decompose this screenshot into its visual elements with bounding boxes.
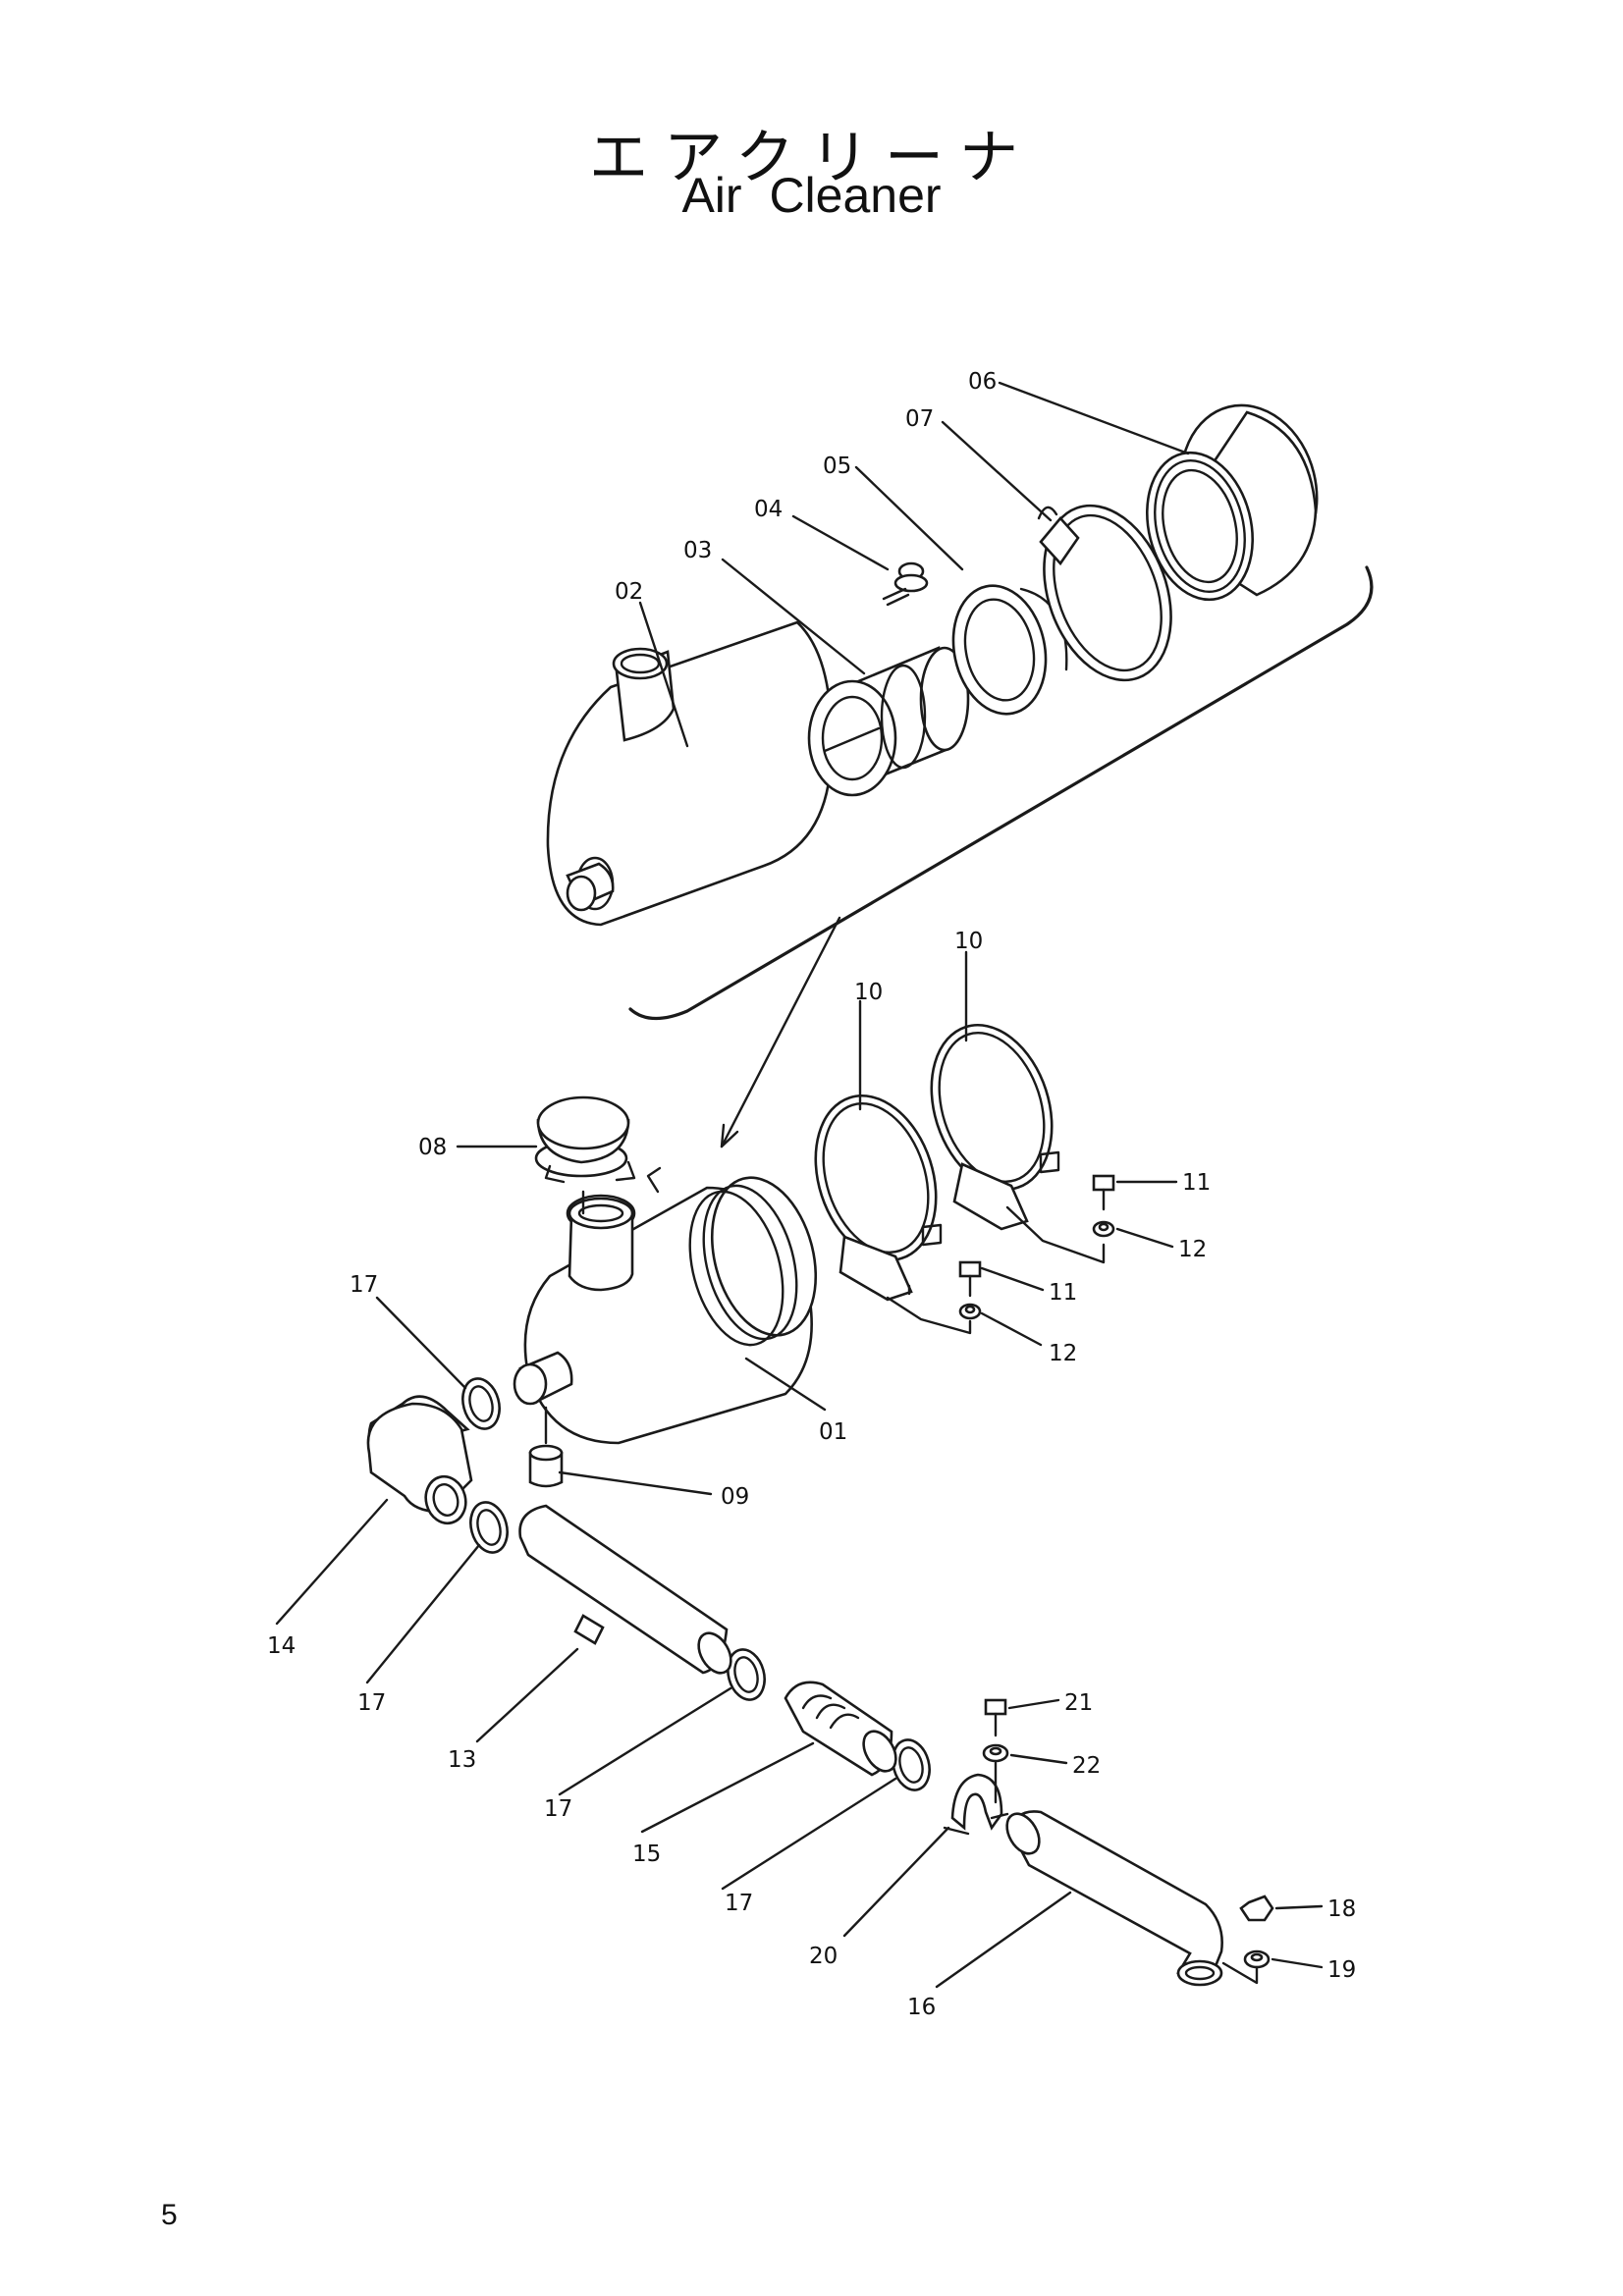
part-17-hose-clamp-d bbox=[892, 1738, 931, 1791]
label-10-rear: 10 bbox=[954, 929, 983, 954]
part-10-mounting-band-front bbox=[814, 1094, 943, 1302]
part-13-intake-pipe bbox=[518, 1504, 732, 1675]
part-09-drain-valve bbox=[528, 1406, 564, 1488]
label-09: 09 bbox=[721, 1484, 749, 1510]
part-02-outer-cover bbox=[546, 620, 834, 927]
page-number: 5 bbox=[161, 2199, 178, 2231]
detail-bracket bbox=[628, 565, 1374, 1148]
part-17-hose-clamp-a bbox=[461, 1377, 501, 1430]
part-20-support-bracket bbox=[943, 1773, 1009, 1836]
label-01: 01 bbox=[819, 1419, 847, 1445]
part-04-bolt bbox=[882, 561, 929, 607]
label-05: 05 bbox=[823, 454, 851, 479]
part-07-clamp-band bbox=[1037, 504, 1172, 682]
label-13: 13 bbox=[448, 1747, 476, 1773]
part-11-bolt-a bbox=[1092, 1174, 1115, 1211]
label-11-b: 11 bbox=[1049, 1280, 1077, 1306]
label-06: 06 bbox=[968, 369, 997, 395]
part-01-air-cleaner-body bbox=[513, 1166, 818, 1445]
part-12-washer-a bbox=[1005, 1205, 1115, 1264]
label-15: 15 bbox=[632, 1842, 661, 1867]
label-11-a: 11 bbox=[1182, 1170, 1211, 1196]
label-17-b: 17 bbox=[357, 1690, 386, 1716]
part-19-washer bbox=[1221, 1949, 1271, 1985]
part-05-ring bbox=[951, 584, 1068, 716]
part-06-dust-cap bbox=[1145, 403, 1319, 602]
label-12-b: 12 bbox=[1049, 1341, 1077, 1366]
label-08: 08 bbox=[418, 1135, 447, 1160]
label-02: 02 bbox=[615, 579, 643, 605]
title-english: Air Cleaner bbox=[681, 168, 942, 223]
label-04: 04 bbox=[754, 497, 783, 522]
title-japanese: エアクリーナ bbox=[589, 124, 1034, 192]
leader-lines bbox=[275, 381, 1324, 1989]
label-20: 20 bbox=[809, 1944, 838, 1969]
part-14-elbow-hose bbox=[366, 1395, 473, 1525]
label-07: 07 bbox=[905, 406, 934, 432]
label-18: 18 bbox=[1327, 1896, 1356, 1922]
label-22: 22 bbox=[1072, 1753, 1101, 1779]
part-16-outlet-pipe bbox=[1005, 1810, 1223, 1987]
part-21-bolt bbox=[984, 1698, 1007, 1737]
label-14: 14 bbox=[267, 1633, 296, 1659]
label-16: 16 bbox=[907, 1995, 936, 2020]
part-18-nut bbox=[1239, 1895, 1274, 1922]
label-17-c: 17 bbox=[544, 1796, 572, 1822]
part-11-bolt-b bbox=[958, 1260, 982, 1298]
part-labels: 06 07 05 04 03 02 10 10 08 11 12 11 12 1… bbox=[267, 369, 1356, 2020]
label-21: 21 bbox=[1064, 1690, 1093, 1716]
part-10-mounting-band-rear bbox=[930, 1023, 1060, 1231]
part-12-washer-b bbox=[886, 1296, 982, 1335]
label-03: 03 bbox=[683, 538, 712, 563]
label-19: 19 bbox=[1327, 1957, 1356, 1983]
part-22-washer bbox=[982, 1743, 1009, 1804]
part-08-pre-cleaner bbox=[534, 1095, 636, 1215]
label-12-a: 12 bbox=[1178, 1237, 1207, 1262]
part-03-element bbox=[807, 646, 970, 797]
part-17-hose-clamp-c bbox=[727, 1648, 766, 1701]
label-10-front: 10 bbox=[854, 980, 883, 1005]
part-17-hose-clamp-b bbox=[469, 1501, 509, 1554]
label-17-a: 17 bbox=[350, 1272, 378, 1298]
part-15-rubber-bellows bbox=[784, 1681, 897, 1777]
label-17-d: 17 bbox=[725, 1891, 753, 1916]
